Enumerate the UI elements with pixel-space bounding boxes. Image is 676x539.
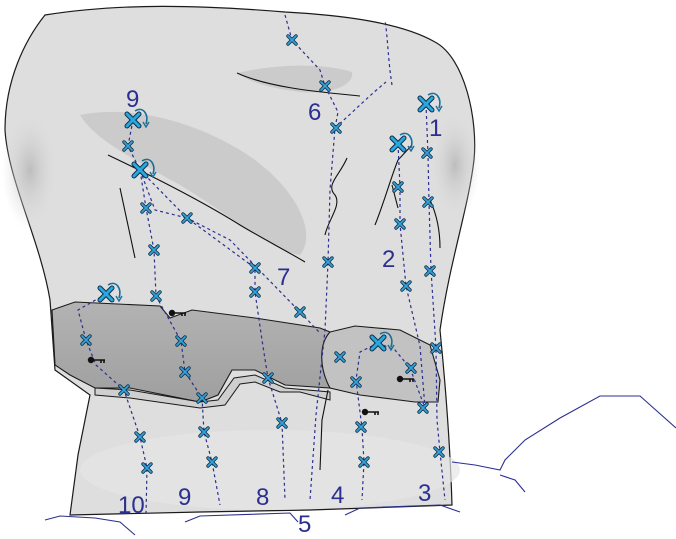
bolt-icon <box>355 421 367 433</box>
bolt-icon <box>148 244 160 256</box>
key-icon <box>87 356 105 364</box>
lower-off-arrow-icon <box>107 282 123 303</box>
bolt-icon <box>394 218 406 230</box>
bolt-icon <box>322 256 334 268</box>
route-label-3: 3 <box>418 480 431 507</box>
bolt-icon <box>122 140 134 152</box>
bolt-icon <box>181 212 193 224</box>
bolts <box>80 34 445 474</box>
bolt-icon <box>140 202 152 214</box>
route-label-7: 7 <box>277 264 290 291</box>
lower-off-arrow-icon <box>427 92 443 113</box>
route-label-5: 5 <box>298 511 311 538</box>
anchor-icon <box>97 282 123 303</box>
bolt-icon <box>400 280 412 292</box>
key-icon <box>361 408 379 416</box>
key-icon <box>396 375 414 383</box>
route-label-9-top: 9 <box>126 86 139 113</box>
key-icon <box>168 309 186 317</box>
bolt-icon <box>405 362 417 374</box>
bolt-icon <box>350 376 362 388</box>
bolt-icon <box>249 286 261 298</box>
bolt-icon <box>294 306 306 318</box>
bolt-icon <box>422 196 434 208</box>
bolt-icon <box>358 456 370 468</box>
shade-right <box>430 110 480 220</box>
bolt-icon <box>175 335 187 347</box>
shade-left <box>2 110 58 230</box>
route-label-4: 4 <box>331 482 344 509</box>
bolt-icon <box>430 342 442 354</box>
bolt-icon <box>433 446 445 458</box>
bolt-icon <box>334 351 346 363</box>
anchor-icon <box>369 331 395 352</box>
lower-off-arrow-icon <box>141 158 157 179</box>
bolt-icon <box>141 462 153 474</box>
route-label-10: 10 <box>118 492 145 519</box>
bolt-icon <box>249 262 261 274</box>
bolt-icon <box>319 80 331 92</box>
bolt-icon <box>134 431 146 443</box>
bolt-icon <box>417 402 429 414</box>
bolt-icon <box>80 334 92 346</box>
anchors <box>97 92 443 352</box>
bolt-icon <box>206 456 218 468</box>
bolt-icon <box>424 265 436 277</box>
shade-ramp <box>80 111 307 255</box>
bolt-icon <box>179 366 191 378</box>
bolt-icon <box>150 290 162 302</box>
route-label-6: 6 <box>308 99 321 126</box>
bolt-icon <box>196 392 208 404</box>
bolt-icon <box>276 417 288 429</box>
route-numbers: 1 2 3 4 5 6 7 8 9 9 10 <box>118 86 442 538</box>
route-label-8: 8 <box>256 484 269 511</box>
bolt-icon <box>118 384 130 396</box>
bolt-icon <box>392 181 404 193</box>
lower-off-arrow-icon <box>134 108 150 129</box>
lower-off-arrow-icon <box>399 132 415 153</box>
keys <box>87 309 414 416</box>
anchor-icon <box>124 108 150 129</box>
bolt-icon <box>330 122 342 134</box>
ground-lines <box>44 395 676 536</box>
bolt-icon <box>262 372 274 384</box>
route-label-2: 2 <box>382 246 395 273</box>
route-label-9-bottom: 9 <box>178 484 191 511</box>
right-block <box>321 325 441 403</box>
lower-off-arrow-icon <box>379 331 395 352</box>
bolt-icon <box>421 147 433 159</box>
bolt-icon <box>198 426 210 438</box>
anchor-icon <box>131 158 157 179</box>
anchor-icon <box>417 92 443 113</box>
route-label-1: 1 <box>429 115 442 142</box>
bolt-icon <box>286 34 298 46</box>
anchor-icon <box>389 132 415 153</box>
shade-bottom <box>80 430 460 510</box>
